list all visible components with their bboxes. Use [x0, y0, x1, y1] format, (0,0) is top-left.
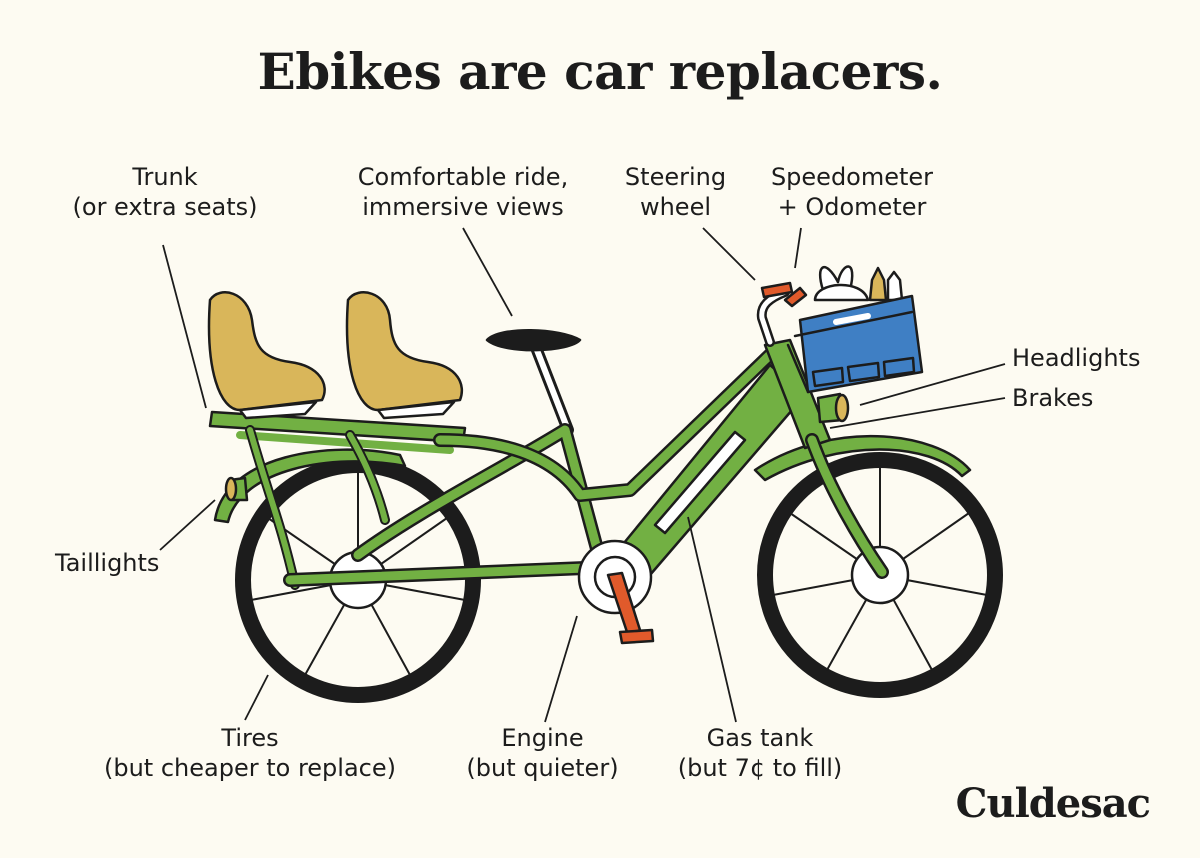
- label-steering-wheel: Steering wheel: [624, 163, 727, 221]
- label-taillights: Taillights: [55, 549, 160, 577]
- label-gas-tank: Gas tank (but 7¢ to fill): [677, 724, 843, 782]
- label-trunk: Trunk (or extra seats): [72, 163, 258, 221]
- brand-logo: Culdesac: [955, 780, 1151, 827]
- leader-lines: [159, 227, 1006, 723]
- label-speedometer: Speedometer + Odometer: [770, 163, 934, 221]
- page-title: Ebikes are car replacers.: [257, 42, 943, 101]
- label-tires: Tires (but cheaper to replace): [104, 724, 396, 782]
- label-comfortable-ride: Comfortable ride, immersive views: [357, 163, 569, 221]
- label-engine: Engine (but quieter): [466, 724, 619, 782]
- label-headlights: Headlights: [1012, 344, 1141, 372]
- label-brakes: Brakes: [1012, 384, 1094, 412]
